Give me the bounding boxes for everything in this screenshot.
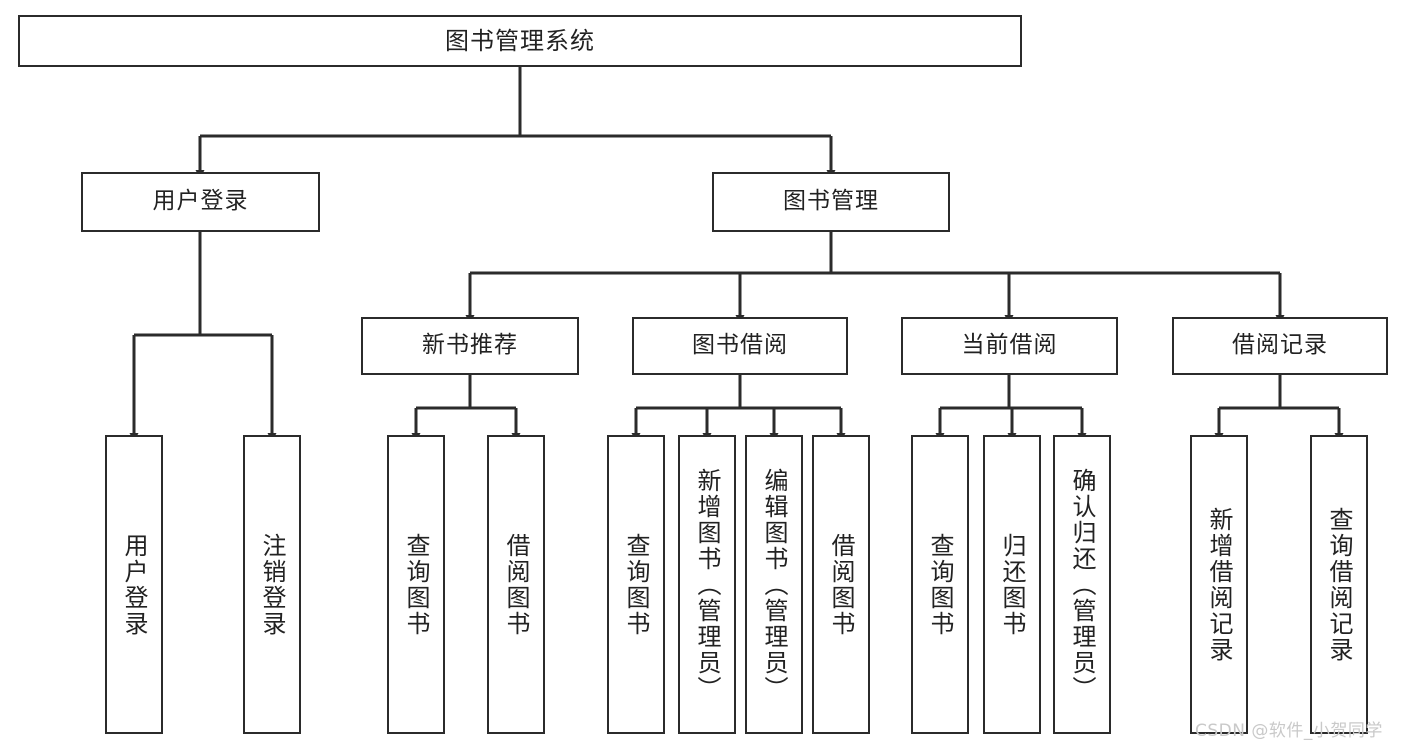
node-label: 借阅图书: [502, 532, 530, 637]
node-label: 查询图书: [622, 532, 650, 637]
node-leaf-borrow-book-1[interactable]: 借阅图书: [487, 435, 545, 734]
node-label: 用户登录: [120, 532, 148, 637]
node-leaf-user-login[interactable]: 用户登录: [105, 435, 163, 734]
node-new-book-rec[interactable]: 新书推荐: [361, 317, 579, 375]
node-label: 查询图书: [926, 532, 954, 637]
node-label: 借阅记录: [1232, 332, 1328, 359]
node-label: 编辑图书（管理员）: [760, 467, 788, 702]
node-current-borrow[interactable]: 当前借阅: [901, 317, 1118, 375]
node-label: 新书推荐: [422, 332, 518, 359]
node-leaf-edit-book[interactable]: 编辑图书（管理员）: [745, 435, 803, 734]
node-leaf-query-book-1[interactable]: 查询图书: [387, 435, 445, 734]
node-label: 图书借阅: [692, 332, 788, 359]
node-label: 查询图书: [402, 532, 430, 637]
node-label: 新增图书（管理员）: [693, 467, 721, 702]
node-borrow-record[interactable]: 借阅记录: [1172, 317, 1388, 375]
node-leaf-query-book-3[interactable]: 查询图书: [911, 435, 969, 734]
node-leaf-borrow-book-2[interactable]: 借阅图书: [812, 435, 870, 734]
connector-lines: [129, 67, 1344, 442]
node-book-borrow[interactable]: 图书借阅: [632, 317, 848, 375]
node-user-login[interactable]: 用户登录: [81, 172, 320, 232]
node-label: 借阅图书: [827, 532, 855, 637]
node-label: 图书管理: [783, 188, 879, 215]
node-label: 当前借阅: [961, 332, 1058, 359]
csdn-watermark: CSDN @软件_小贺同学: [1195, 721, 1383, 741]
node-label: 用户登录: [152, 188, 249, 215]
node-leaf-return-book[interactable]: 归还图书: [983, 435, 1041, 734]
node-leaf-query-record[interactable]: 查询借阅记录: [1310, 435, 1368, 734]
node-leaf-add-book[interactable]: 新增图书（管理员）: [678, 435, 736, 734]
node-label: 新增借阅记录: [1205, 506, 1233, 663]
node-label: 确认归还（管理员）: [1068, 467, 1096, 702]
node-label: 归还图书: [998, 532, 1026, 637]
node-leaf-confirm-return[interactable]: 确认归还（管理员）: [1053, 435, 1111, 734]
node-root[interactable]: 图书管理系统: [18, 15, 1022, 67]
node-book-manage[interactable]: 图书管理: [712, 172, 950, 232]
node-label: 注销登录: [258, 532, 286, 637]
node-leaf-add-record[interactable]: 新增借阅记录: [1190, 435, 1248, 734]
node-leaf-user-logout[interactable]: 注销登录: [243, 435, 301, 734]
node-label: 图书管理系统: [445, 26, 595, 55]
node-leaf-query-book-2[interactable]: 查询图书: [607, 435, 665, 734]
node-label: 查询借阅记录: [1325, 506, 1353, 663]
